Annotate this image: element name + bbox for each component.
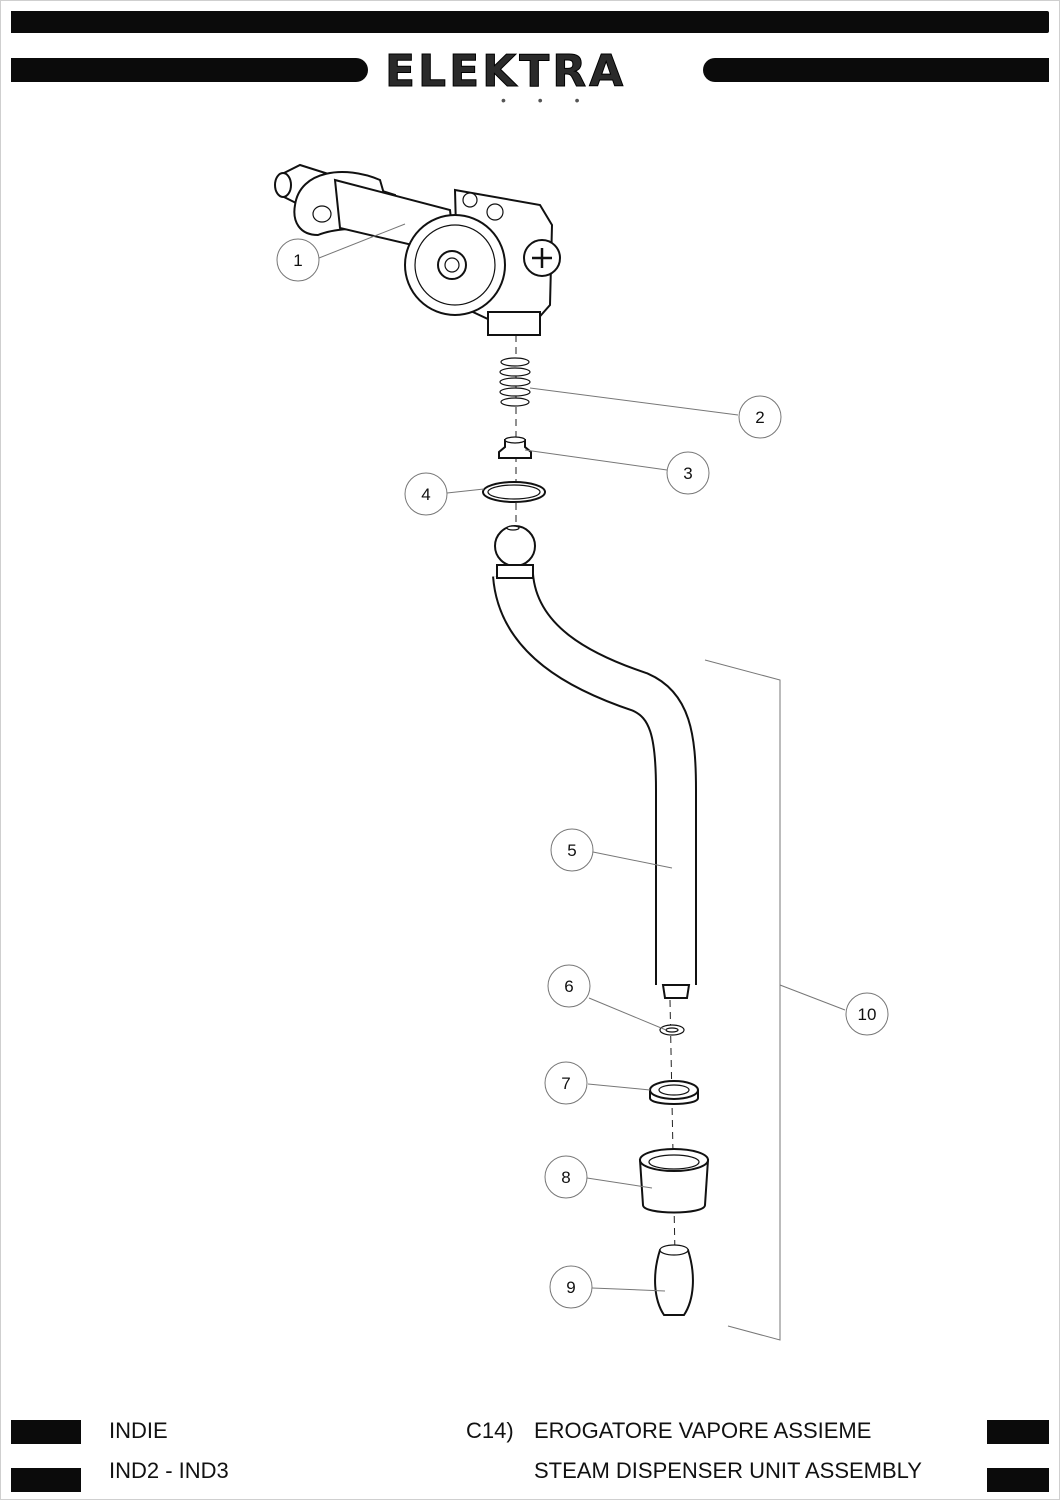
header-right-bar xyxy=(703,58,1049,82)
brand-logo: ELEKTRA • • • xyxy=(384,46,685,109)
callout-9-label: 9 xyxy=(566,1278,575,1297)
part-seal xyxy=(498,436,532,459)
footer-block-left-bottom xyxy=(11,1468,81,1492)
footer-variants: IND2 - IND3 xyxy=(109,1458,229,1483)
callout-2: 2 xyxy=(738,395,782,439)
callout-1-label: 1 xyxy=(293,251,302,270)
callout-7: 7 xyxy=(544,1061,588,1105)
callout-6-label: 6 xyxy=(564,977,573,996)
leader-1 xyxy=(318,223,406,259)
footer-block-right-top xyxy=(987,1420,1049,1444)
part-nozzle-nut xyxy=(638,1148,710,1214)
callout-7-label: 7 xyxy=(561,1074,570,1093)
header-left-bar xyxy=(11,58,368,82)
callout-2-label: 2 xyxy=(755,408,764,427)
leader-5 xyxy=(592,851,673,869)
footer-block-right-bottom xyxy=(987,1468,1049,1492)
callout-1: 1 xyxy=(276,238,320,282)
assembly-axis-lower xyxy=(669,999,676,1256)
leader-6 xyxy=(588,997,667,1031)
callout-5-label: 5 xyxy=(567,841,576,860)
callout-10: 10 xyxy=(845,992,889,1036)
part-flat-gasket xyxy=(649,1080,699,1105)
callout-8: 8 xyxy=(544,1155,588,1199)
callout-4: 4 xyxy=(404,472,448,516)
callout-6: 6 xyxy=(547,964,591,1008)
leader-9 xyxy=(591,1287,666,1292)
leader-4 xyxy=(446,488,485,494)
part-valve-body xyxy=(274,163,561,336)
brand-wordmark: ELEKTRA xyxy=(384,46,627,98)
assembly-bracket xyxy=(704,659,781,1341)
callout-5: 5 xyxy=(550,828,594,872)
top-border-bar xyxy=(11,11,1049,33)
leader-3 xyxy=(524,449,668,471)
callout-9: 9 xyxy=(549,1265,593,1309)
leader-7 xyxy=(587,1083,651,1091)
brand-dots: • • • xyxy=(501,92,594,108)
leader-8 xyxy=(586,1177,653,1189)
part-small-washer-hole xyxy=(665,1027,679,1033)
callout-3: 3 xyxy=(666,451,710,495)
part-steam-wand xyxy=(492,525,697,999)
part-o-ring-inner xyxy=(487,484,541,500)
callout-3-label: 3 xyxy=(683,464,692,483)
leader-2 xyxy=(529,387,739,416)
footer-block-left-top xyxy=(11,1420,81,1444)
callout-8-label: 8 xyxy=(561,1168,570,1187)
part-spring xyxy=(499,357,531,407)
footer-title-en: STEAM DISPENSER UNIT ASSEMBLY xyxy=(534,1458,922,1483)
footer-code: C14) xyxy=(466,1418,514,1443)
leader-10 xyxy=(779,984,846,1011)
callout-10-label: 10 xyxy=(858,1005,877,1024)
part-nozzle-tip xyxy=(654,1244,694,1316)
footer-model: INDIE xyxy=(109,1418,168,1443)
callout-4-label: 4 xyxy=(421,485,430,504)
footer-title-it: EROGATORE VAPORE ASSIEME xyxy=(534,1418,872,1443)
